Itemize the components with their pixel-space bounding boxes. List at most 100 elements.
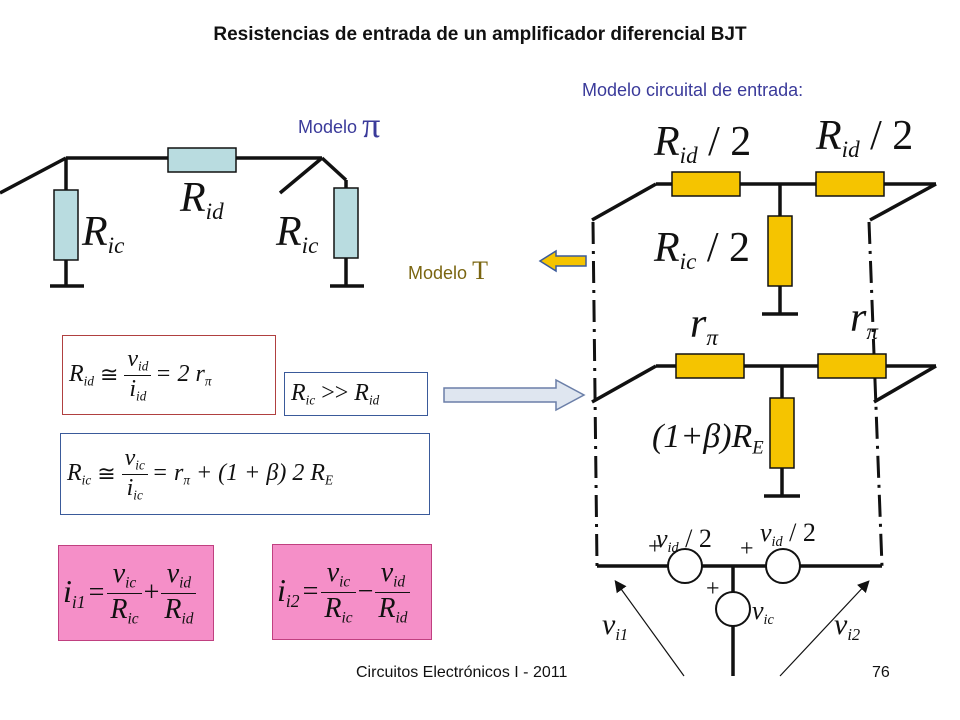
vid2-right-den: / 2 — [789, 518, 816, 547]
page-title: Resistencias de entrada de un amplificad… — [213, 24, 747, 45]
i2-eq-d2: Rid — [375, 593, 410, 627]
ric-eq-lhs-main: R — [67, 459, 82, 486]
rid-eq-lhs: Rid — [69, 361, 94, 390]
ric-eq-rhs2-sub: E — [324, 472, 334, 488]
rid2-left-label: Rid / 2 — [654, 118, 751, 169]
ric2-resistor — [767, 215, 793, 287]
pi-rid-sub: id — [205, 198, 224, 225]
ric-gt-a: R — [291, 379, 306, 406]
re-main: (1+β)R — [652, 418, 753, 455]
rid-resistor — [167, 147, 237, 173]
i2-eq-n1-main: v — [326, 557, 340, 589]
input-model-circuit — [591, 182, 937, 676]
pi-ric-right-label: Ric — [276, 208, 318, 259]
i2-eq-d2-main: R — [378, 592, 396, 624]
plus-sign-right: + — [740, 536, 754, 562]
i2-eq-lhs: ii2 — [277, 572, 300, 612]
pi-ric-left-label: Ric — [82, 208, 124, 259]
ric-gt-rid-box: Ric >> Rid — [284, 372, 428, 416]
i2-eq-frac1: vic Ric — [321, 557, 356, 627]
rid2-left-sub: id — [679, 142, 698, 169]
ric-eq-den: iic — [122, 475, 148, 504]
ric-right-resistor — [333, 187, 359, 259]
vid2-left-den: / 2 — [685, 524, 712, 553]
i2-eq-op: − — [357, 576, 374, 607]
vid-left-source — [667, 548, 703, 584]
rid-eq-rhs: = 2 rπ — [155, 361, 211, 390]
rpi-right-main: r — [850, 295, 867, 341]
rid-eq-num-main: v — [127, 345, 139, 372]
rid-eq-den-main: i — [129, 375, 137, 402]
vid2-right-label: vid / 2 — [760, 518, 816, 551]
rid2-left-den: / 2 — [708, 119, 752, 165]
vic-sub: ic — [763, 612, 774, 628]
modelo-t-text: Modelo — [408, 263, 468, 283]
rid-eq-num: vid — [124, 345, 152, 376]
vi1-arrow — [614, 580, 685, 677]
rpi-right-sub: π — [866, 318, 878, 345]
i2-eq-lhs-main: i — [277, 571, 286, 608]
i1-eq-lhs-sub: i1 — [71, 592, 86, 613]
rid-eq-rhs-sub: π — [204, 373, 212, 389]
re-label: (1+β)RE — [652, 418, 764, 460]
i1-eq-d2: Rid — [161, 594, 196, 628]
ric-eq-num-main: v — [124, 444, 136, 471]
rid2-left-main: R — [654, 119, 680, 165]
ric-eq-lhs-sub: ic — [81, 472, 92, 488]
vid2-left-label: vid / 2 — [656, 524, 712, 557]
modelo-t-arrow — [538, 249, 587, 273]
ric-eq-den-sub: ic — [133, 487, 143, 503]
ric-eq-fraction: v ic iic — [121, 444, 148, 504]
t-symbol: T — [472, 256, 488, 285]
i1-eq-d1-main: R — [110, 593, 128, 625]
modelo-pi-label: Modelo π — [298, 104, 380, 146]
i1-equation-box: ii1 = vic Ric + vid Rid — [58, 545, 214, 641]
i2-eq-d1: Ric — [321, 593, 355, 627]
modelo-pi-text: Modelo — [298, 117, 358, 137]
i1-eq-n2: vid — [161, 558, 197, 594]
footer-course: Circuitos Electrónicos I - 2011 — [356, 664, 568, 681]
vic-label: vic — [752, 596, 774, 629]
vi2-arrow — [779, 580, 870, 677]
ric-gt-rid-text: Ric >> Rid — [291, 380, 379, 409]
i1-eq-eq: = — [88, 577, 105, 608]
ric-eq-rhs1: = rπ — [152, 460, 190, 489]
ric-eq-rhs2: + (1 + β) 2 RE — [196, 460, 333, 489]
i1-eq-n1-sub: ic — [125, 574, 137, 592]
vid2-left-main: v — [656, 524, 668, 553]
ric-left-resistor — [53, 189, 79, 261]
rpi-left-main: r — [690, 301, 707, 347]
ric-eq-rhs1-sub: π — [183, 472, 190, 488]
i1-eq-d1: Ric — [107, 594, 141, 628]
rid-eq-den-sub: id — [136, 388, 147, 404]
i2-equation-box: ii2 = vic Ric − vid Rid — [272, 544, 432, 640]
pi-symbol: π — [362, 105, 381, 145]
rid-eq-lhs-main: R — [69, 360, 84, 387]
i1-eq-d1-sub: ic — [127, 609, 139, 627]
ric-eq-rhs2-main: + (1 + β) 2 R — [195, 459, 325, 486]
pi-ric-right-sub: ic — [301, 232, 319, 259]
i2-eq-n1: vic — [321, 557, 356, 593]
ric2-sub: ic — [679, 248, 697, 275]
ric2-label: Ric / 2 — [654, 224, 750, 275]
i1-eq-frac2: vid Rid — [161, 558, 197, 628]
pi-ric-left-main: R — [82, 209, 108, 255]
re-sub: E — [752, 437, 764, 459]
vid-right-source — [765, 548, 801, 584]
i1-eq-op: + — [143, 577, 160, 608]
rid-eq-lhs-sub: id — [83, 373, 94, 389]
rid-eq-den: iid — [124, 376, 151, 405]
vic-source — [715, 591, 751, 627]
modelo-t-label: Modelo T — [408, 256, 488, 286]
rid-eq-rhs-main: = 2 r — [155, 360, 205, 387]
i1-eq-n1-main: v — [112, 558, 126, 590]
rid-eq-num-sub: id — [138, 358, 149, 374]
plus-sign-bottom: + — [706, 576, 720, 602]
rid-eq-approx: ≅ — [99, 362, 119, 387]
rid2-right-label: Rid / 2 — [816, 112, 913, 163]
re-resistor — [769, 397, 795, 469]
rid2-right-resistor — [815, 171, 885, 197]
vi2-sub: i2 — [847, 624, 861, 644]
vi1-main: v — [602, 608, 616, 641]
rpi-left-sub: π — [706, 324, 718, 351]
